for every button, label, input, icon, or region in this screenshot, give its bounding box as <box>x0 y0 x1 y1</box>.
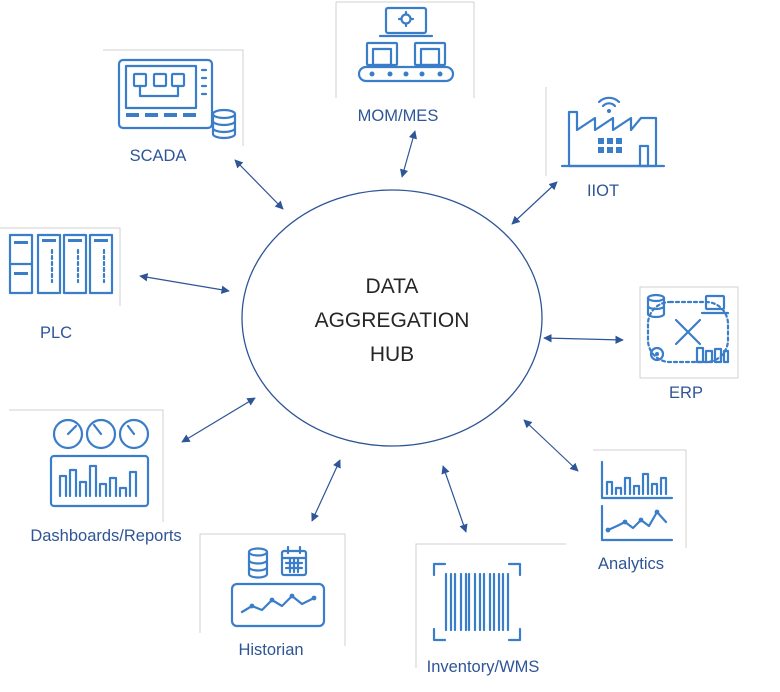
arrow-historian <box>311 459 341 522</box>
barcode-icon <box>432 562 522 642</box>
node-plc: PLC <box>0 227 121 342</box>
connectors <box>139 130 624 533</box>
dashboard-gauges-icon <box>49 418 150 508</box>
node-inventory: Inventory/WMS <box>415 543 566 676</box>
arrow-analytics <box>523 419 579 472</box>
production-line-icon <box>357 6 455 83</box>
hub-title-line-3: HUB <box>370 343 414 366</box>
hub-circle <box>241 189 543 447</box>
label-plc: PLC <box>40 324 72 342</box>
label-mom-mes: MOM/MES <box>358 107 439 125</box>
label-iiot: IIOT <box>587 182 619 200</box>
node-erp: ERP <box>639 286 739 402</box>
smart-factory-icon <box>560 96 666 168</box>
erp-network-icon <box>646 293 730 364</box>
arrow-plc <box>139 273 230 294</box>
plc-cabinet-icon <box>8 233 114 295</box>
historian-database-icon <box>230 545 326 628</box>
arrow-erp <box>543 333 624 345</box>
label-historian: Historian <box>238 641 303 659</box>
arrow-inventory <box>441 465 468 533</box>
label-dashboards: Dashboards/Reports <box>30 527 181 545</box>
arrow-dashboards <box>181 397 256 443</box>
scada-panel-icon <box>117 58 237 140</box>
label-analytics: Analytics <box>598 555 664 573</box>
node-mom-mes: MOM/MES <box>335 1 475 125</box>
node-scada: SCADA <box>103 49 244 165</box>
label-scada: SCADA <box>130 147 187 165</box>
node-historian: Historian <box>199 533 346 659</box>
analytics-charts-icon <box>600 460 674 542</box>
node-dashboards: Dashboards/Reports <box>9 409 182 545</box>
node-iiot: IIOT <box>545 87 666 200</box>
hub-title-line-2: AGGREGATION <box>315 309 470 332</box>
arrow-mom-mes <box>400 130 417 178</box>
arrow-scada <box>234 159 284 210</box>
arrow-iiot <box>511 181 558 225</box>
hub-node: DATA AGGREGATION HUB <box>241 189 543 447</box>
label-inventory: Inventory/WMS <box>427 658 540 676</box>
node-analytics: Analytics <box>593 449 687 573</box>
hub-title-line-1: DATA <box>366 275 419 298</box>
label-erp: ERP <box>669 384 703 402</box>
